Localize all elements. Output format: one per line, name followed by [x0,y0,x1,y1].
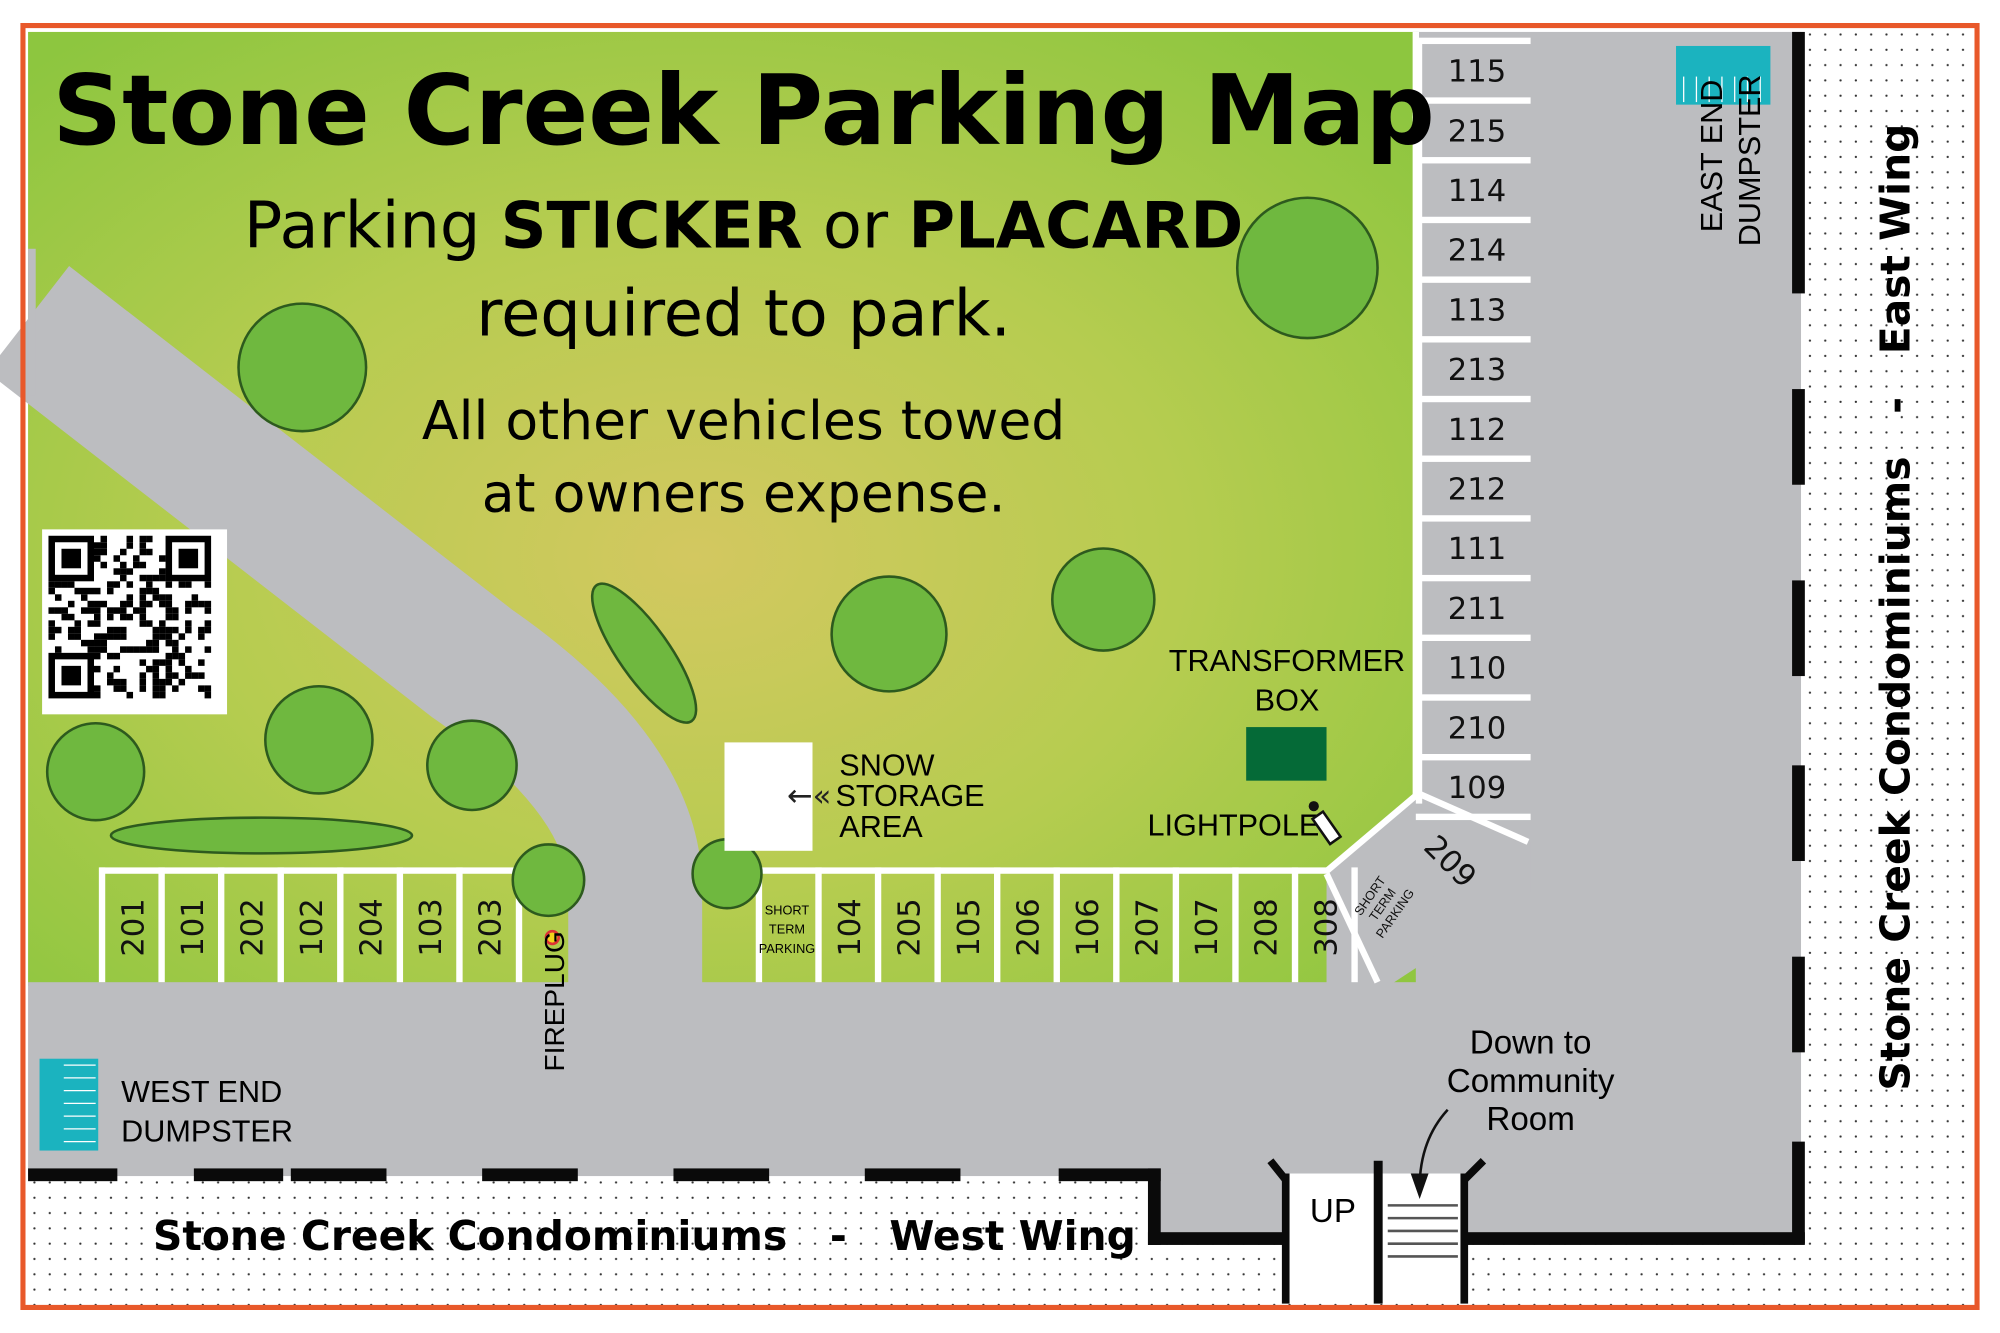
stall-110: 110 [1448,652,1506,687]
svg-text:STORAGE: STORAGE [835,779,984,813]
west-wing-label: Stone Creek Condominiums - West Wing [153,1212,1136,1260]
svg-text:PARKING: PARKING [759,941,815,956]
stall-210: 210 [1448,711,1506,746]
stall-308: 308 [1309,898,1344,956]
arrow-left-icon: ←« [787,779,831,814]
stall-202: 202 [235,898,270,956]
entry-drive [0,266,703,985]
tree-icons [45,196,1379,918]
svg-text:TERM: TERM [769,922,805,937]
community-room-label: Down to Community Room [1447,1025,1615,1139]
west-dumpster-label: WEST END DUMPSTER [121,1075,293,1149]
stall-215: 215 [1448,114,1506,149]
snow-storage-label: SNOW STORAGE AREA [835,749,984,844]
stall-206: 206 [1011,898,1046,956]
stall-107: 107 [1190,898,1225,956]
stall-212: 212 [1448,473,1506,508]
stall-104: 104 [833,898,868,956]
svg-text:BOX: BOX [1255,684,1320,718]
east-driveway [1415,31,1802,1238]
svg-text:SNOW: SNOW [839,749,934,783]
svg-text:WEST END: WEST END [121,1075,282,1109]
page-title: Stone Creek Parking Map [52,54,1434,167]
qr-code[interactable] [42,529,228,715]
notice-line2: required to park. [476,278,1011,352]
transformer-box [1246,727,1327,781]
stall-102: 102 [295,898,330,956]
stall-203: 203 [474,898,509,956]
stall-205: 205 [892,898,927,956]
svg-text:Down to: Down to [1470,1025,1592,1062]
svg-text:Room: Room [1486,1101,1574,1138]
lightpole-label: LIGHTPOLE [1148,809,1320,843]
notice-line1: Parking STICKER or PLACARD [244,189,1243,263]
walls [28,31,1805,1304]
east-wing-label: Stone Creek Condominiums - East Wing [1871,124,1919,1091]
notice-line4: at owners expense. [482,462,1006,525]
east-dumpster-label: EAST END DUMPSTER [1695,74,1767,246]
stall-112: 112 [1448,413,1506,448]
notice-line3: All other vehicles towed [422,389,1065,452]
transformer-label: TRANSFORMER BOX [1169,644,1405,718]
stall-207: 207 [1131,898,1166,956]
stall-113: 113 [1448,293,1506,328]
svg-text:DUMPSTER: DUMPSTER [121,1115,293,1149]
up-label: UP [1310,1193,1356,1230]
bottom-stalls: 201 101 202 102 204 103 203 104 205 105 206 106 207 1… [98,867,1358,983]
stall-114: 114 [1448,174,1506,209]
stall-201: 201 [116,898,151,956]
svg-text:AREA: AREA [839,810,923,844]
snow-storage-area [724,742,813,851]
stall-204: 204 [355,898,390,956]
stall-214: 214 [1448,234,1506,269]
fireplug-icon [544,929,560,946]
corner-stalls [1323,31,1530,984]
stall-208: 208 [1250,898,1285,956]
svg-text:SHORT: SHORT [765,903,810,918]
stall-109: 109 [1448,771,1506,806]
stall-103: 103 [414,898,449,956]
map-border [20,23,1980,1310]
svg-text:TRANSFORMER: TRANSFORMER [1169,644,1405,678]
stall-213: 213 [1448,353,1506,388]
stall-111: 111 [1448,532,1506,567]
svg-text:DUMPSTER: DUMPSTER [1733,74,1767,246]
stall-115: 115 [1448,55,1506,90]
svg-text:Community: Community [1447,1063,1615,1100]
svg-text:EAST END: EAST END [1695,80,1729,233]
stairs-icon [1387,1204,1458,1258]
short-term-parking-label: SHORT TERM PARKING [759,903,815,956]
stall-106: 106 [1071,898,1106,956]
stall-211: 211 [1448,592,1506,627]
west-dumpster-icon [39,1058,99,1151]
stall-105: 105 [952,898,987,956]
east-dumpster-icon [1676,45,1771,105]
lightpole-icon [1308,801,1343,846]
fireplug-label: FIREPLUG [539,931,570,1071]
stall-101: 101 [176,898,211,956]
